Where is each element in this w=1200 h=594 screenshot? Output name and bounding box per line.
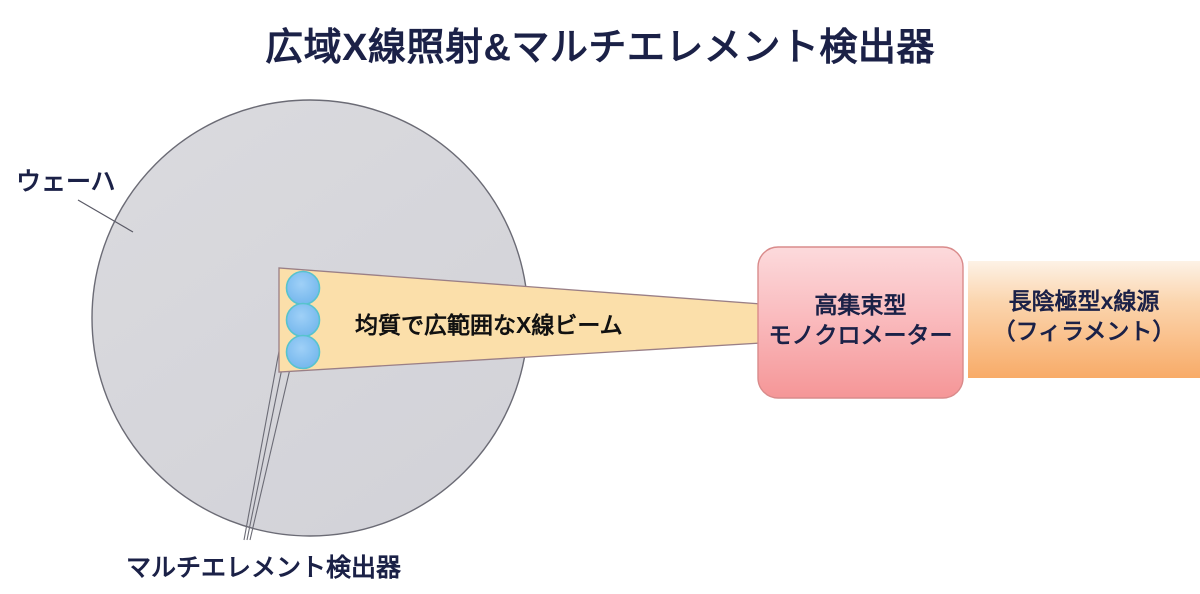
detector-element-1 bbox=[285, 270, 321, 306]
wafer-label: ウェーハ bbox=[16, 168, 116, 196]
detector-element-2 bbox=[285, 302, 321, 338]
detector-label: マルチエレメント検出器 bbox=[126, 554, 402, 582]
xray-source-box[interactable] bbox=[968, 261, 1200, 378]
wafer-leader-line bbox=[77, 199, 134, 233]
detector-element-3 bbox=[285, 334, 321, 370]
monochromator-label-line2: モノクロメーター bbox=[768, 322, 953, 349]
xray-source-label-line2: （フィラメント） bbox=[992, 318, 1176, 345]
monochromator-box[interactable] bbox=[757, 246, 964, 399]
monochromator-label-line1: 高集束型 bbox=[814, 292, 907, 318]
page-title: 広域X線照射&マルチエレメント検出器 bbox=[265, 27, 935, 69]
detector-leader-line-3 bbox=[249, 355, 294, 541]
monochromator-label: 高集束型 モノクロメーター bbox=[758, 290, 963, 351]
xray-source-label-line1: 長陰極型x線源 bbox=[1008, 288, 1160, 314]
xray-source-label: 長陰極型x線源 （フィラメント） bbox=[968, 286, 1200, 347]
beam-label: 均質で広範囲なX線ビーム bbox=[355, 312, 623, 338]
